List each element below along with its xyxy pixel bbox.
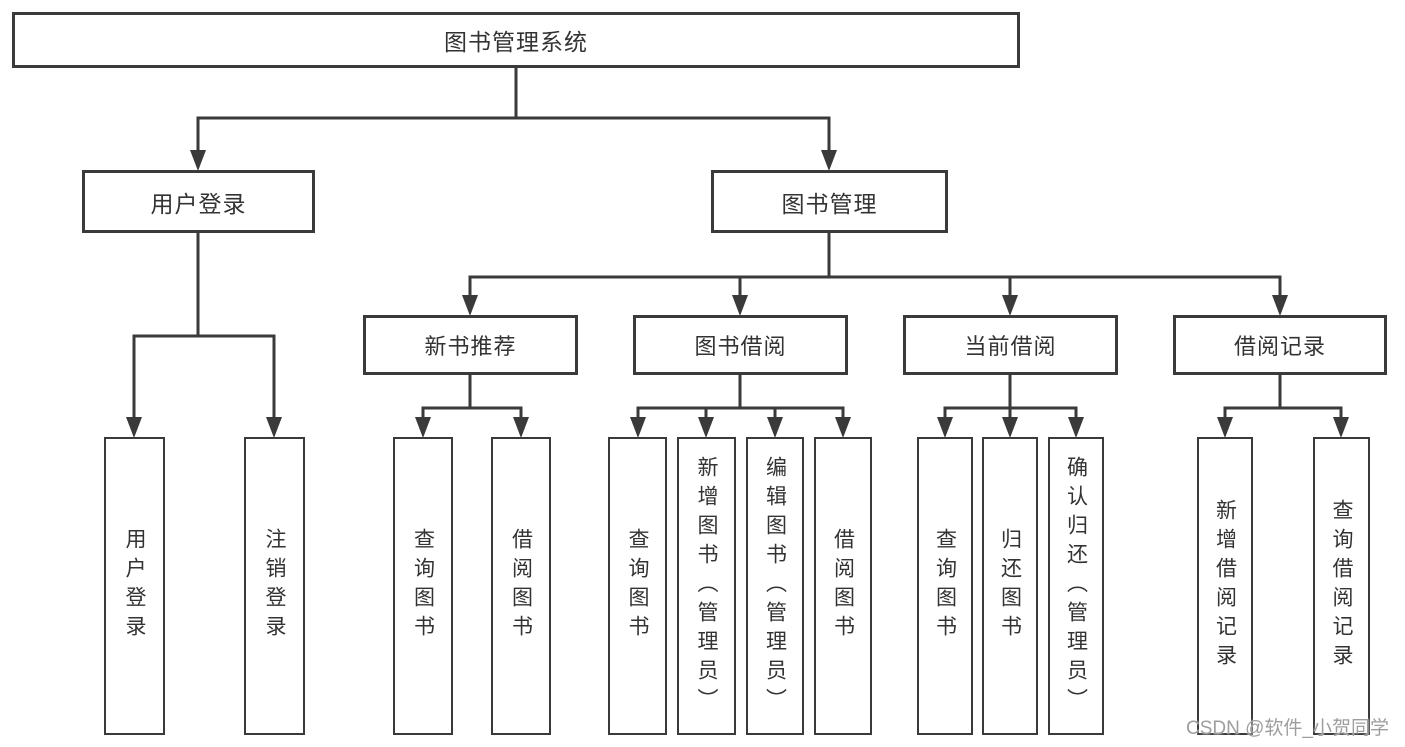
node-label: 用户登录: [150, 190, 247, 217]
node-label: 借阅记录: [1233, 334, 1326, 359]
node-label: 图书管理系统: [444, 29, 588, 55]
arrow-icon: [126, 417, 142, 438]
node-label: 借阅图书: [831, 528, 855, 644]
connector-bookborrow-branch: [636, 375, 845, 419]
connector-newbook-branch: [421, 375, 523, 419]
node-borrow-record: 借阅记录: [1173, 315, 1387, 375]
arrow-icon: [698, 417, 714, 438]
node-current-borrow: 当前借阅: [903, 315, 1118, 375]
node-cb-query-book: 查询图书: [917, 437, 973, 735]
connector-bookmgmt-branch: [468, 233, 1282, 297]
arrow-icon: [266, 417, 282, 438]
arrow-icon: [1002, 417, 1018, 438]
node-label: 新书推荐: [424, 334, 517, 359]
node-label: 用户登录: [123, 528, 146, 644]
node-label: 归还图书: [998, 528, 1022, 644]
arrow-icon: [462, 295, 478, 316]
node-label: 注销登录: [263, 528, 286, 644]
connector-root-branch: [196, 66, 831, 152]
node-label: 查询图书: [411, 528, 435, 644]
arrow-icon: [1333, 417, 1349, 438]
arrow-icon: [767, 417, 783, 438]
node-nb-borrow-book: 借阅图书: [491, 437, 551, 735]
node-book-borrow: 图书借阅: [633, 315, 848, 375]
node-label: 查询图书: [933, 528, 957, 644]
node-cb-return-book: 归还图书: [982, 437, 1038, 735]
arrow-icon: [630, 417, 646, 438]
connector-userlogin-branch: [132, 233, 276, 419]
node-bb-query-book: 查询图书: [608, 437, 667, 735]
node-label: 图书借阅: [694, 334, 787, 359]
arrow-icon: [513, 417, 529, 438]
arrow-icon: [415, 417, 431, 438]
arrow-icon: [937, 417, 953, 438]
node-nb-query-book: 查询图书: [393, 437, 453, 735]
node-bb-edit-book-admin: 编辑图书（管理员）: [746, 437, 804, 735]
csdn-watermark: CSDN @软件_小贺同学: [1186, 718, 1389, 739]
node-bb-add-book-admin: 新增图书（管理员）: [677, 437, 736, 735]
arrow-icon: [821, 150, 837, 171]
node-label: 查询借阅记录: [1330, 499, 1353, 673]
connector-borrowrec-branch: [1223, 375, 1343, 419]
arrow-icon: [190, 150, 206, 171]
node-label: 当前借阅: [964, 334, 1057, 359]
arrow-icon: [1002, 295, 1018, 316]
node-book-management: 图书管理: [711, 170, 948, 233]
node-root: 图书管理系统: [12, 12, 1020, 68]
node-br-query-record: 查询借阅记录: [1313, 437, 1370, 735]
connector-curborrow-branch: [943, 375, 1078, 419]
node-user-login: 用户登录: [82, 170, 315, 233]
node-label: 借阅图书: [509, 528, 533, 644]
node-label: 编辑图书（管理员）: [763, 455, 787, 717]
node-label: 新增借阅记录: [1213, 499, 1237, 673]
node-logout-action: 注销登录: [244, 437, 305, 735]
arrow-icon: [1272, 295, 1288, 316]
node-bb-borrow-book: 借阅图书: [814, 437, 872, 735]
node-cb-confirm-return-admin: 确认归还（管理员）: [1048, 437, 1104, 735]
arrow-icon: [732, 295, 748, 316]
node-label: 查询图书: [626, 528, 649, 644]
node-label: 确认归还（管理员）: [1064, 455, 1088, 717]
node-label: 新增图书（管理员）: [695, 455, 718, 717]
node-new-book-recommend: 新书推荐: [363, 315, 578, 375]
arrow-icon: [1217, 417, 1233, 438]
node-user-login-action: 用户登录: [104, 437, 165, 735]
node-br-add-record: 新增借阅记录: [1197, 437, 1253, 735]
arrow-icon: [835, 417, 851, 438]
node-label: 图书管理: [781, 190, 878, 217]
arrow-icon: [1068, 417, 1084, 438]
